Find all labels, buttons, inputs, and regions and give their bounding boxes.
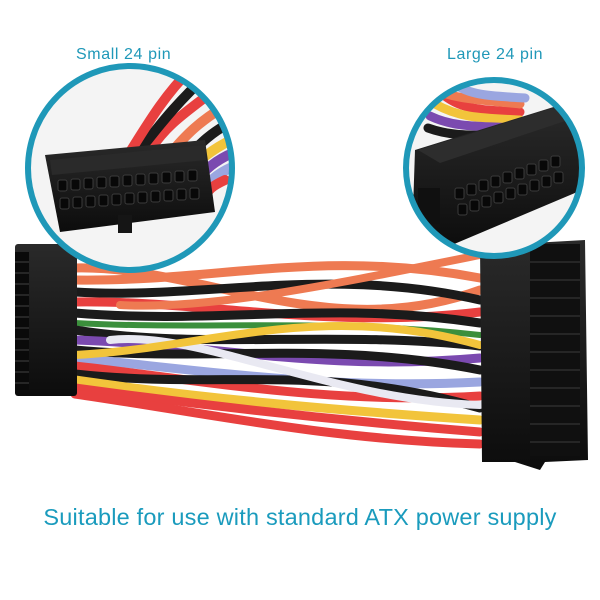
product-caption: Suitable for use with standard ATX power… (43, 504, 557, 530)
large-connector-zoom-circle (403, 77, 585, 259)
small-24pin-label: Small 24 pin (76, 46, 172, 63)
large-24pin-label: Large 24 pin (447, 46, 544, 63)
small-connector-zoom-circle (25, 63, 235, 273)
small-24pin-connector (15, 244, 77, 396)
large-24pin-connector (480, 240, 588, 470)
wire-bundle (70, 251, 485, 449)
